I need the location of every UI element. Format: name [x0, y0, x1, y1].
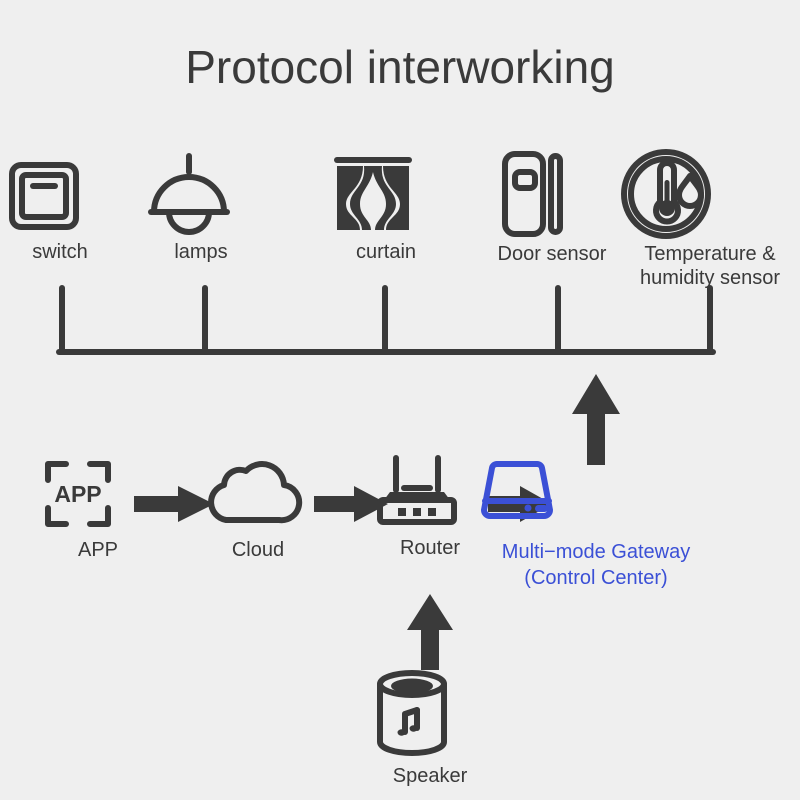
speaker-icon: [370, 668, 490, 760]
device-label: curtain: [355, 241, 417, 263]
page-title: Protocol interworking: [185, 41, 615, 93]
device-speaker[interactable]: Speaker: [370, 668, 490, 788]
device-temp-humidity-sensor[interactable]: Temperature & humidity sensor: [620, 148, 800, 290]
chain-label: Cloud: [231, 539, 285, 561]
app-icon-text: APP: [54, 481, 101, 507]
device-label: switch: [32, 241, 88, 263]
pendant-lamp-icon: [145, 150, 257, 236]
temp-humidity-sensor-icon: [620, 148, 800, 240]
speaker-label: Speaker: [392, 765, 468, 787]
arrow-app-to-cloud: [132, 484, 216, 524]
device-curtain[interactable]: curtain: [330, 152, 442, 264]
curtain-icon: [330, 152, 442, 236]
chain-label: Router: [399, 537, 461, 559]
device-door-sensor[interactable]: Door sensor: [492, 150, 612, 266]
device-label-line1: Temperature &: [644, 243, 776, 265]
chain-label-line2: (Control Center): [524, 567, 668, 589]
router-icon: [374, 454, 486, 530]
arrow-speaker-to-router: [403, 592, 457, 672]
device-label-line2: humidity sensor: [639, 267, 781, 289]
device-lamps[interactable]: lamps: [145, 150, 257, 264]
wall-switch-icon: [4, 158, 116, 236]
device-label: lamps: [174, 241, 228, 263]
device-switch[interactable]: switch: [4, 158, 116, 264]
chain-label-line1: Multi−mode Gateway: [501, 541, 691, 563]
chain-gateway[interactable]: Multi−mode Gateway (Control Center): [474, 460, 718, 590]
chain-cloud[interactable]: Cloud: [202, 458, 314, 562]
arrow-cloud-to-router: [312, 484, 390, 524]
cloud-icon: [202, 458, 314, 528]
device-bus-bracket: [0, 280, 800, 370]
arrow-gateway-to-devices: [566, 372, 626, 467]
chain-router[interactable]: Router: [374, 454, 486, 560]
gateway-icon: [474, 460, 718, 534]
door-sensor-icon: [492, 150, 612, 238]
app-icon: APP: [42, 458, 154, 530]
device-label: Door sensor: [497, 243, 607, 265]
chain-label: APP: [77, 539, 119, 561]
chain-app[interactable]: APP APP: [42, 458, 154, 562]
